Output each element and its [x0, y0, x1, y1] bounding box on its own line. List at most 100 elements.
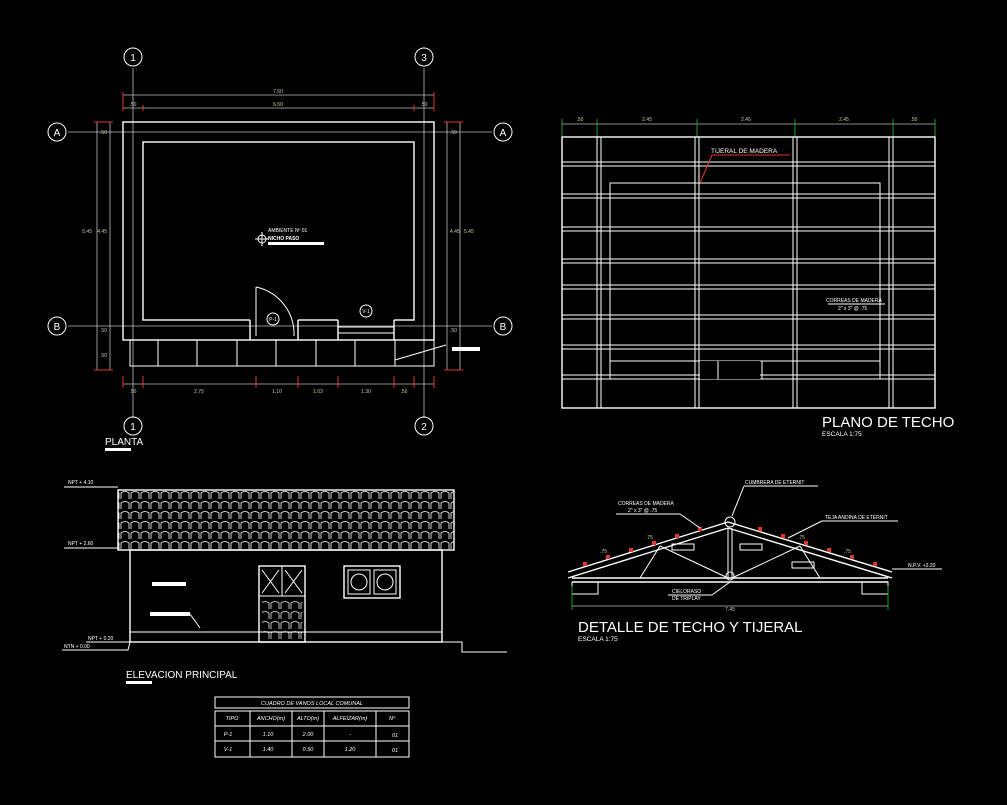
- door-panel-pattern: [262, 600, 302, 640]
- support-right: [861, 581, 889, 595]
- dim-edge-label: .50: [130, 102, 137, 108]
- truss-leader: [699, 154, 713, 184]
- table-cell: 1.20: [345, 747, 357, 753]
- door-grille: [261, 569, 303, 594]
- truss-detail-scale: ESCALA 1:75: [578, 636, 618, 643]
- spacing-mark: .75: [646, 535, 653, 541]
- base-gusset: [725, 571, 735, 581]
- plan-title: PLANTA: [105, 437, 143, 448]
- level-label-ground: NTN + 0.00: [64, 644, 90, 650]
- rafter-right-inner: [727, 527, 893, 579]
- axis-label-3-top: 3: [421, 53, 427, 64]
- window-pane-right: [373, 569, 397, 595]
- tile-label: TEJA ANDINA DE ETERNIT: [825, 515, 888, 521]
- leader-note-block: [452, 347, 480, 351]
- table-cell: V-1: [224, 747, 232, 753]
- roof-plan: .50 2.45 2.45 2.45 .50: [561, 117, 954, 438]
- table-cell: 0.50: [303, 747, 315, 753]
- table-cell: 1.10: [263, 732, 275, 738]
- roof-tile-field: [118, 490, 454, 550]
- ceiling-leader: [711, 581, 731, 596]
- spacing-mark: .75: [844, 549, 851, 555]
- floor-plan: 1 3 1 2 A A B B 7.50 6.50 .50 .50 5: [47, 47, 513, 451]
- purlin-label: CORREAS DE MADERA: [826, 298, 883, 304]
- level-label: N.P.V. +2.20: [908, 563, 936, 569]
- support-left: [571, 581, 599, 595]
- dim-edge-label: .50: [100, 130, 107, 136]
- dim-side-inner-right: 4.45: [450, 229, 460, 235]
- axis-label-a-left: A: [54, 128, 61, 139]
- dim-side-outer-right: 5.45: [464, 229, 474, 235]
- front-elevation: NPT + 4.10 NPT + 2.60 NPT + 0.20 NTN + 0…: [62, 480, 507, 684]
- axis-label-1-top: 1: [130, 53, 136, 64]
- door-tag: P-1: [269, 317, 277, 323]
- window-pane-left: [347, 569, 371, 595]
- leader-line: [394, 344, 447, 361]
- table-cell: -: [349, 732, 351, 738]
- axis-bubble-2-bottom: [414, 416, 434, 436]
- ridge-label: CUMBRERA DE ETERNIT: [745, 480, 804, 486]
- dim-edge-label: .50: [100, 353, 107, 359]
- elevation-title: ELEVACION PRINCIPAL: [126, 670, 238, 681]
- roof-dim-0: .50: [577, 117, 584, 123]
- roof-dim-3: 2.45: [839, 117, 849, 123]
- dim-bottom-0: 2.75: [194, 389, 204, 395]
- table-title-cell: [214, 696, 410, 709]
- window-tag: V-1: [362, 309, 370, 315]
- door-swing-arc: [255, 286, 295, 337]
- roof-plan-scale: ESCALA 1:75: [822, 431, 862, 438]
- table-cell: P-1: [224, 732, 233, 738]
- elevation-note-block: [150, 612, 190, 616]
- ridge-leader: [731, 485, 745, 517]
- ceiling-label-2: DE TRIPLAY: [672, 596, 701, 602]
- web-strut-left: [639, 545, 661, 579]
- room-label-2: NICHO PASO: [268, 236, 299, 242]
- veranda-slab: [129, 339, 435, 367]
- dim-bottom-4: .50: [401, 389, 408, 395]
- tile-leader: [787, 520, 823, 539]
- table-header-tipo: TIPO: [226, 716, 240, 722]
- axis-bubble-3-top: [414, 47, 434, 67]
- spacing-mark: .75: [600, 549, 607, 555]
- table-cell: 2.00: [302, 732, 315, 738]
- dim-bottom-edge: .50: [130, 389, 137, 395]
- openings-table: CUADRO DE VANOS LOCAL COMUNAL TIPO ANCHO…: [214, 696, 410, 758]
- axis-bubble-1-bottom: [123, 416, 143, 436]
- window-tag-bubble: [359, 304, 373, 318]
- window-opening: [338, 318, 394, 324]
- axis-label-2-bottom: 2: [421, 422, 427, 433]
- table-body-outline: [214, 710, 410, 758]
- axis-bubble-b-right: [493, 316, 513, 336]
- table-header-alfeizar: ALFEIZAR(m): [332, 716, 368, 722]
- axis-label-b-left: B: [54, 322, 61, 333]
- axis-bubble-a-right: [493, 122, 513, 142]
- table-header-ancho: ANCHO(m): [256, 716, 285, 722]
- room-label-underline: [268, 242, 324, 245]
- purlin-marks: [583, 527, 877, 566]
- axis-bubble-a-left: [47, 122, 67, 142]
- dim-edge-label: .50: [421, 102, 428, 108]
- rafter-left-inner: [567, 527, 729, 579]
- roof-outline: [561, 136, 936, 409]
- truss-detail: .75 .75 .75 .75 CUMBRERA DE ETERNIT CORR…: [567, 480, 942, 643]
- door-tag-bubble: [266, 312, 280, 326]
- truss-label: TIJERAL DE MADERA: [711, 148, 778, 155]
- web-tag-right: [739, 543, 763, 551]
- table-header-alto: ALTO(m): [296, 716, 319, 722]
- table-cell: 01: [392, 748, 398, 754]
- dim-bottom-2: 1.03: [313, 389, 323, 395]
- purlins-size: 2" x 3" @ .75: [628, 508, 657, 514]
- rafter-right: [727, 521, 893, 573]
- dim-bottom-3: 1.30: [361, 389, 371, 395]
- axis-label-b-right: B: [500, 322, 507, 333]
- dim-edge-label: .50: [100, 328, 107, 334]
- elevation-note-leader: [189, 613, 201, 629]
- axis-bubble-1-top: [123, 47, 143, 67]
- elevation-note-block: [152, 582, 186, 586]
- web-diagonal-left: [659, 545, 729, 579]
- window-ornament: [350, 573, 368, 591]
- axis-label-1-bottom: 1: [130, 422, 136, 433]
- purlins-leader: [679, 513, 701, 529]
- door-opening: [250, 318, 298, 324]
- dim-bottom-1: 1.10: [272, 389, 282, 395]
